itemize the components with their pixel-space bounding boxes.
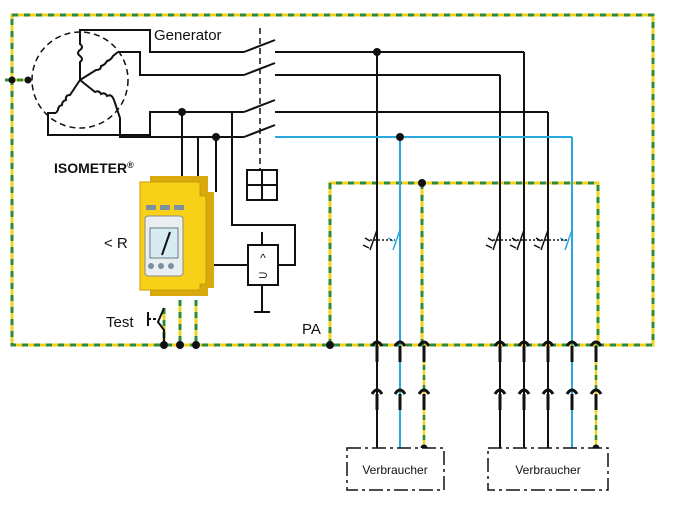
generator-label: Generator: [154, 27, 222, 44]
consumer-1-label: Verbraucher: [362, 463, 427, 477]
coupling-device-icon: ^ ⊃: [247, 244, 279, 286]
three-phase-generator-icon: [8, 31, 129, 129]
consumer-box-2: Verbraucher: [487, 447, 609, 491]
phase-conductors: [47, 29, 549, 345]
junction-dots: [160, 48, 426, 349]
test-button-icon: [147, 307, 165, 345]
consumer-feeders: [376, 345, 549, 448]
consumer-2-label: Verbraucher: [515, 463, 580, 477]
svg-text:^: ^: [260, 251, 266, 265]
pe-to-consumers: [422, 345, 598, 448]
test-label: Test: [106, 314, 134, 331]
isometer-device: [139, 176, 214, 296]
fuse-icon-row2: [370, 388, 603, 412]
pa-label: PA: [302, 321, 321, 338]
consumer-box-1: Verbraucher: [346, 447, 445, 491]
less-r-label: < R: [104, 235, 128, 252]
branch-breakers: [362, 229, 573, 251]
pe-conductor-frame: [5, 13, 655, 347]
isometer-label: ISOMETER®: [54, 160, 134, 176]
circuit-breaker-icon: [243, 28, 278, 201]
svg-text:⊃: ⊃: [258, 268, 268, 282]
